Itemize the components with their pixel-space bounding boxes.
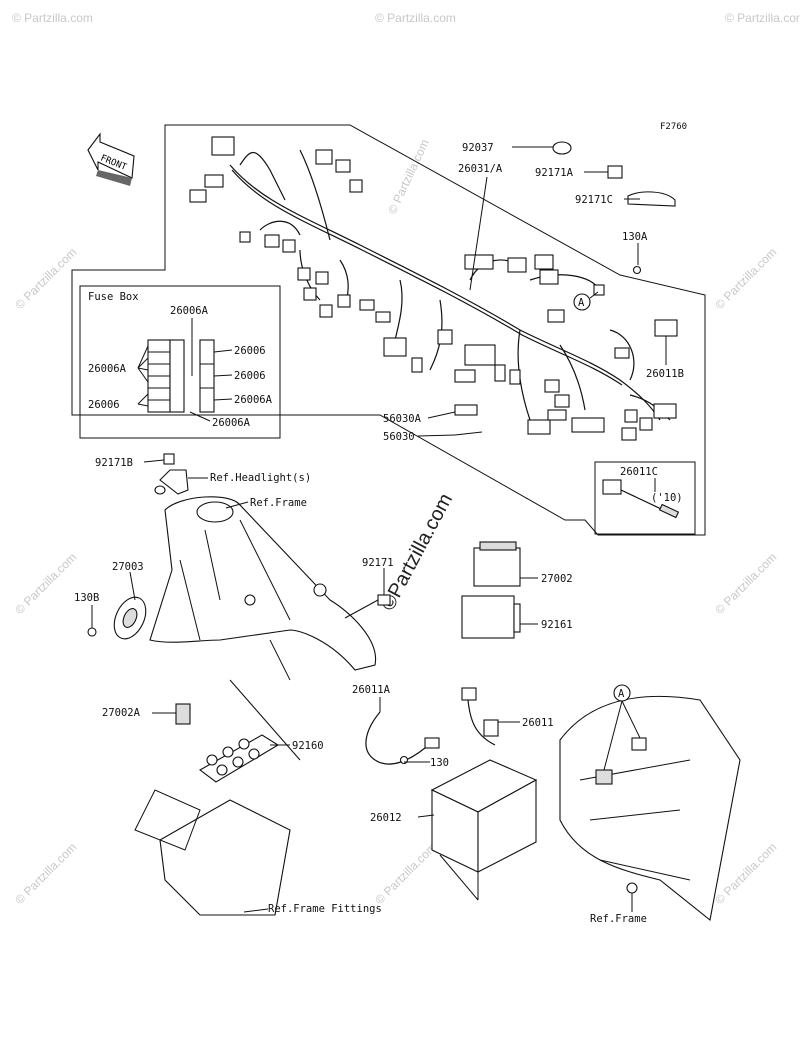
- part-label-92171a: 92171A: [535, 167, 574, 179]
- pad-56030a: [454, 404, 478, 416]
- part-label-92161: 92161: [541, 619, 573, 631]
- ref-frame-bottom-label: Ref.Frame: [590, 913, 647, 925]
- battery-case: [134, 679, 301, 916]
- part-label-26011c: 26011C: [620, 466, 658, 478]
- part-label-92160: 92160: [292, 740, 324, 752]
- watermark: © Partzilla.com: [372, 840, 439, 907]
- fuse-label: 26006A: [170, 305, 209, 317]
- ref-frame-top-label: Ref.Frame: [250, 497, 307, 509]
- part-label-92037: 92037: [462, 142, 494, 154]
- part-label-26011b: 26011B: [646, 368, 684, 380]
- fuse-label: 26006: [234, 345, 266, 357]
- part-label-130: 130: [430, 757, 449, 769]
- band-92171c: [627, 191, 676, 207]
- year-note: ('10): [651, 492, 683, 504]
- inset-26011c: 26011C ('10): [594, 461, 696, 535]
- callout-a-label: A: [618, 688, 625, 700]
- headlight-bracket: [143, 453, 208, 495]
- connector-26011b: [654, 319, 678, 337]
- fuse-label: 26006A: [212, 417, 251, 429]
- figure-id: F2760: [660, 122, 687, 132]
- clip-92171: [344, 568, 391, 619]
- part-label-130a: 130A: [622, 231, 648, 243]
- harness-outline: [71, 124, 706, 536]
- clamp-92037: [552, 141, 572, 155]
- fuse-label: 26006: [234, 370, 266, 382]
- fuse-box-title: Fuse Box: [88, 291, 139, 303]
- part-label-26011: 26011: [522, 717, 554, 729]
- watermark: © Partzilla.com: [375, 11, 456, 25]
- battery-leads: [365, 687, 520, 765]
- watermark: © Partzilla.com: [12, 550, 79, 617]
- part-label-130b: 130B: [74, 592, 99, 604]
- fuse-label: 26006: [88, 399, 120, 411]
- callout-a-top: A: [573, 291, 599, 311]
- ref-frame-fittings-label: Ref.Frame Fittings: [268, 903, 382, 915]
- relay-27002: [473, 541, 538, 587]
- callout-a-label: A: [578, 297, 585, 309]
- ref-headlight-label: Ref.Headlight(s): [210, 472, 311, 484]
- part-label-92171: 92171: [362, 557, 394, 569]
- cover-92161: [461, 595, 538, 639]
- battery-26012: [417, 759, 538, 901]
- frame-assembly: [149, 496, 377, 681]
- watermark: © Partzilla.com: [712, 550, 779, 617]
- watermark: © Partzilla.com: [12, 840, 79, 907]
- main-wiring-harness: [189, 136, 678, 441]
- watermark: © Partzilla.com: [12, 245, 79, 312]
- watermark: © Partzilla.com: [12, 11, 93, 25]
- clip-92171a: [607, 165, 623, 179]
- horn-27003: [87, 571, 147, 640]
- watermark: © Partzilla.com: [385, 137, 432, 216]
- part-label-92171b: 92171B: [95, 457, 133, 469]
- part-label-56030a: 56030A: [383, 413, 422, 425]
- frame-right-assembly: [559, 684, 741, 922]
- part-label-27002a: 27002A: [102, 707, 141, 719]
- front-arrow-icon: FRONT: [87, 132, 135, 186]
- bolt-130a: [632, 265, 642, 275]
- fuse-label: 26006A: [234, 394, 273, 406]
- part-label-56030: 56030: [383, 431, 415, 443]
- fuse-box-inset: Fuse Box 26006A 26006A 26006 26006 26006…: [79, 285, 281, 439]
- watermark: © Partzilla.com: [712, 245, 779, 312]
- part-label-26031: 26031/A: [458, 163, 503, 175]
- fuse-label: 26006A: [88, 363, 127, 375]
- part-label-26012: 26012: [370, 812, 402, 824]
- harness-leaders: [417, 146, 667, 437]
- part-label-27002: 27002: [541, 573, 573, 585]
- part-label-27003: 27003: [112, 561, 144, 573]
- part-label-92171c: 92171C: [575, 194, 613, 206]
- watermark: © Partzilla.com: [725, 11, 800, 25]
- part-label-26011a: 26011A: [352, 684, 391, 696]
